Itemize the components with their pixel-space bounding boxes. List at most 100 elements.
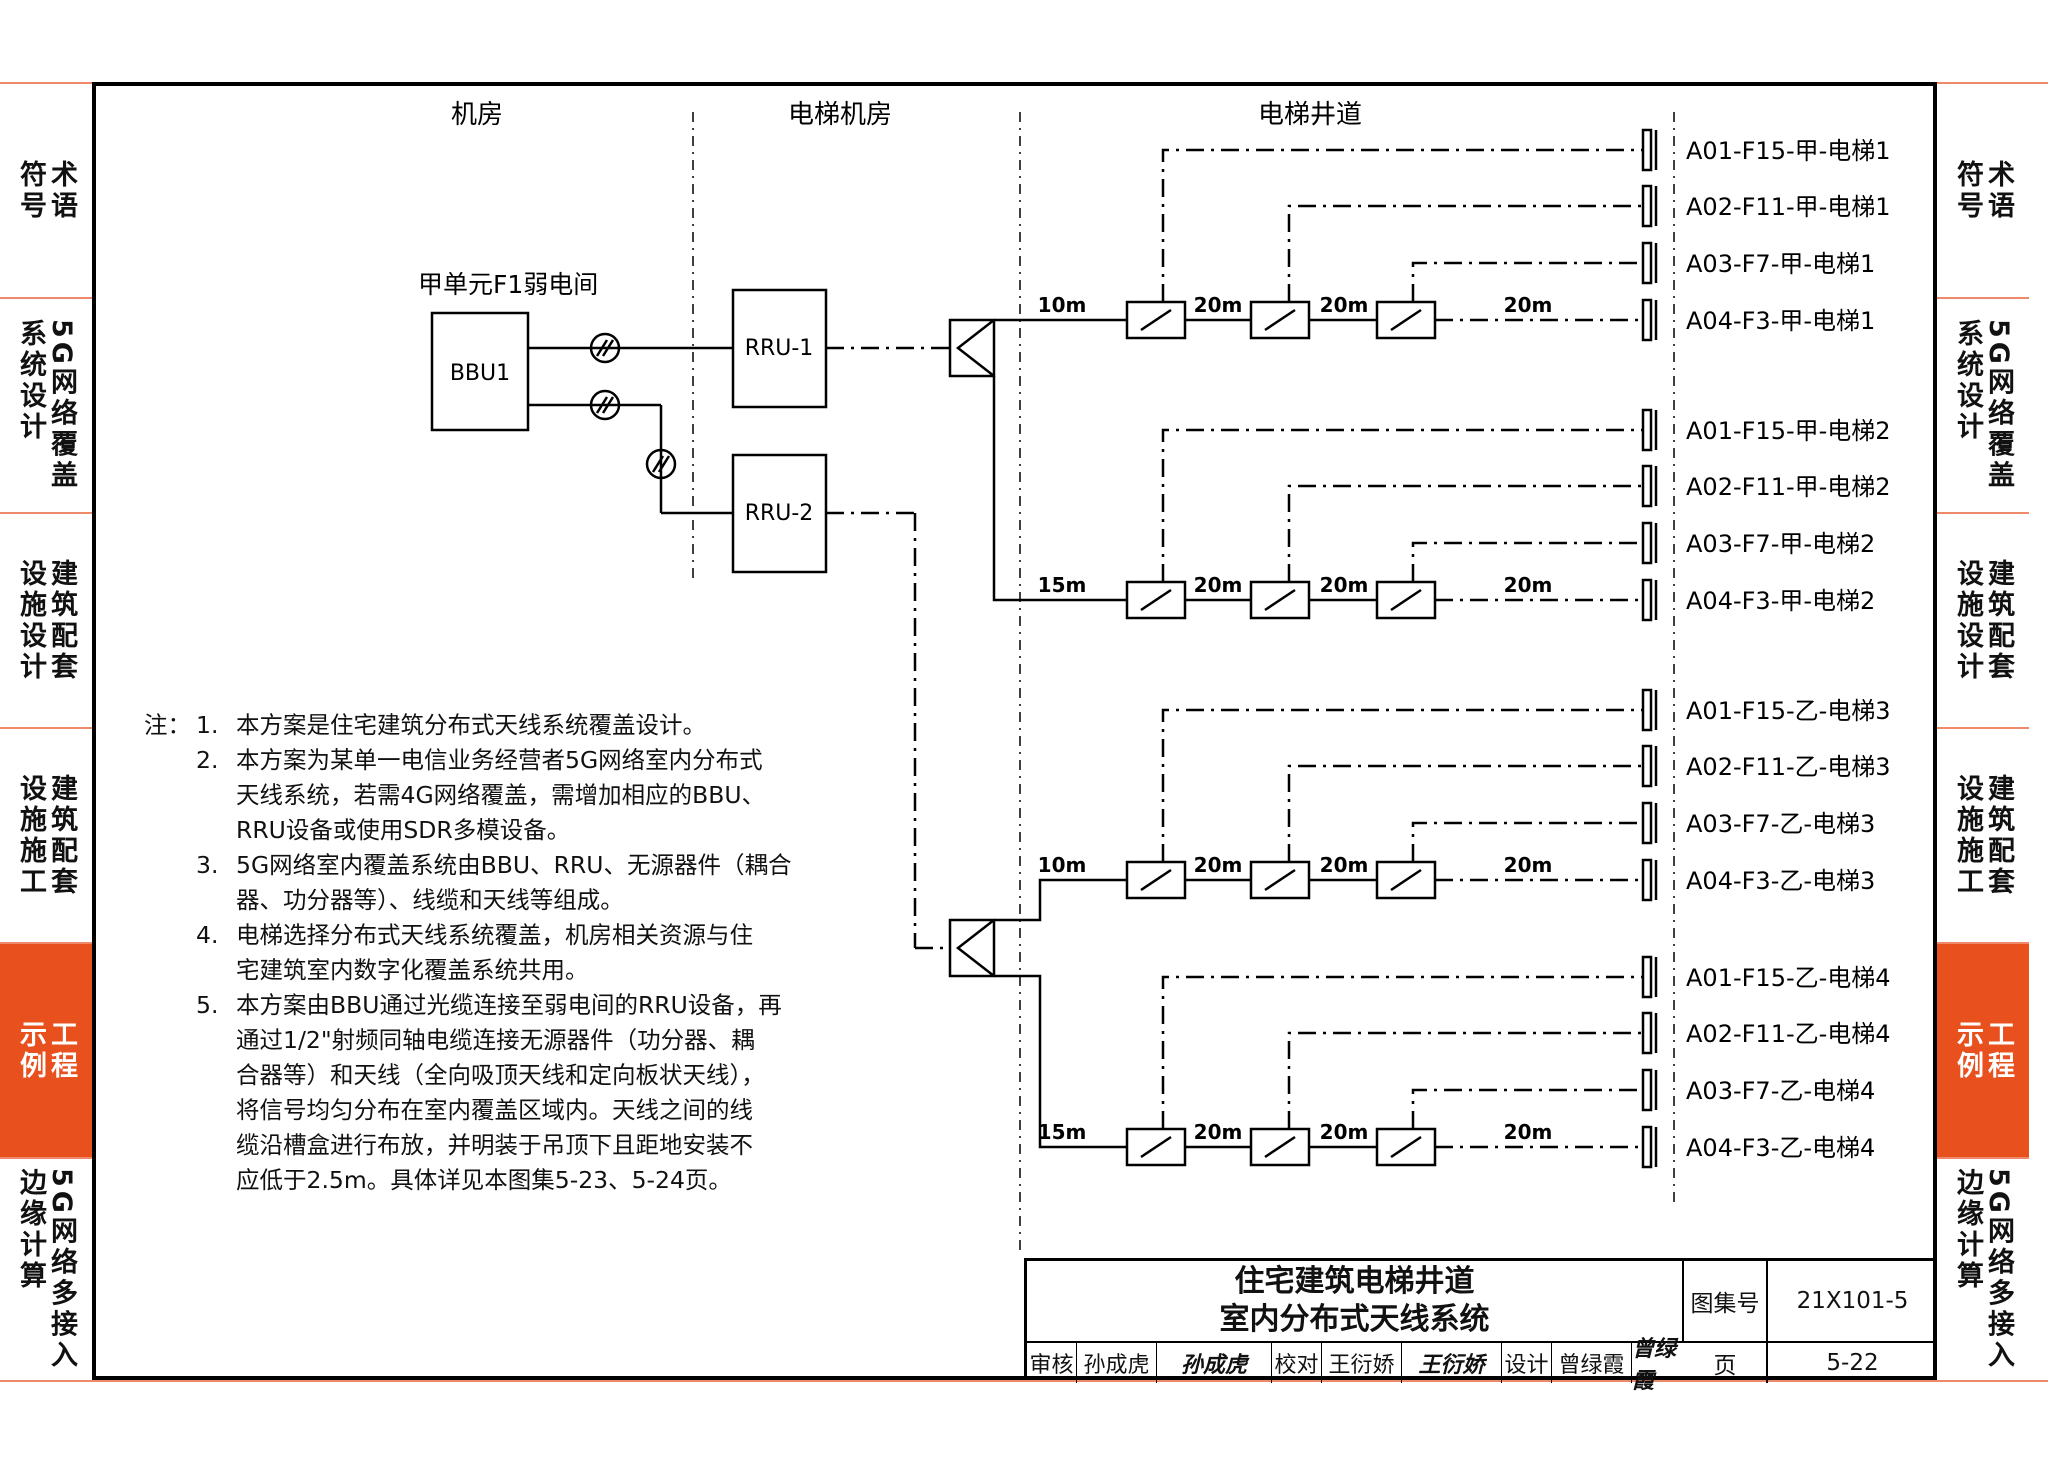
antenna-icon <box>1641 578 1653 622</box>
chapter-tab-text: 5G网络覆盖 <box>46 319 77 492</box>
branch-cable <box>1411 541 1643 582</box>
branch-cable <box>1411 821 1643 862</box>
chapter-tab-text: 5G网络覆盖 <box>1983 319 2014 492</box>
antenna-icon <box>1641 1068 1653 1112</box>
chapter-tab-3[interactable]: 建筑配套设施设计 <box>0 512 92 727</box>
branch-cable <box>1287 1031 1643 1129</box>
chapter-tab-text: 建筑配套 <box>1983 773 2014 898</box>
distance-label: 20m <box>1320 293 1369 317</box>
notes-indent <box>144 883 196 918</box>
designer-signature: 曾绿霞 <box>1632 1336 1677 1394</box>
branch-cable <box>1287 764 1643 862</box>
zone-label-machine-room: 机房 <box>451 100 503 130</box>
note-text: 本方案为某单一电信业务经营者5G网络室内分布式 <box>236 746 763 774</box>
notes-indent <box>144 1093 196 1128</box>
note-text: 缆沿槽盒进行布放，并明装于吊顶下且距地安装不 <box>236 1131 753 1159</box>
coupler-mark <box>1390 588 1422 612</box>
distance-label: 20m <box>1194 853 1243 877</box>
chapter-tab-1[interactable]: 术语符号 <box>0 82 92 297</box>
coupler-mark <box>1140 588 1172 612</box>
drawing-title-line2: 室内分布式天线系统 <box>1219 1302 1490 1337</box>
coupler-mark <box>1264 868 1296 892</box>
branch-cable <box>1287 204 1643 302</box>
chapter-tab-5[interactable]: 工程示例 <box>0 942 92 1157</box>
note-text: 应低于2.5m。具体详见本图集5-23、5-24页。 <box>236 1166 732 1194</box>
branch-cable <box>1411 261 1643 302</box>
distance-label: 15m <box>1038 573 1087 597</box>
distance-label: 15m <box>1038 1120 1087 1144</box>
notes-indent <box>144 743 196 778</box>
splitter2-out-top <box>994 878 1127 922</box>
note-number <box>196 953 236 988</box>
review-label: 审核 <box>1027 1343 1077 1383</box>
fiber-marker-icon <box>645 448 677 480</box>
antenna-group-3: A01-F15-乙-电梯3A02-F11-乙-电梯3A03-F7-乙-电梯3A0… <box>1038 688 1891 902</box>
distance-label: 20m <box>1504 573 1553 597</box>
chapter-tab-text: 边缘计算 <box>15 1167 46 1292</box>
chapter-tab-text: 符号 <box>1952 159 1983 222</box>
notes-indent <box>144 1023 196 1058</box>
note-text: RRU设备或使用SDR多模设备。 <box>236 816 571 844</box>
chapter-tab-4[interactable]: 建筑配套设施施工 <box>1937 727 2029 942</box>
bottom-accent-rule <box>0 1380 2048 1382</box>
chapter-tab-text: 设施施工 <box>15 773 46 898</box>
antenna-label: A01-F15-乙-电梯3 <box>1686 697 1891 725</box>
antenna-label: A02-F11-甲-电梯2 <box>1686 473 1891 501</box>
antenna-label: A04-F3-乙-电梯3 <box>1686 867 1875 895</box>
note-text: 器、功分器等）、线缆和天线等组成。 <box>236 886 624 914</box>
note-number <box>196 1163 236 1198</box>
atlas-no-label: 图集号 <box>1684 1261 1768 1343</box>
title-block: 住宅建筑电梯井道 室内分布式天线系统 图集号 21X101-5 页 5-22 审… <box>1024 1258 1937 1394</box>
antenna-icon <box>1641 298 1653 342</box>
splitter2-out-bottom <box>994 974 1127 1149</box>
notes-block: 注：1.本方案是住宅建筑分布式天线系统覆盖设计。2.本方案为某单一电信业务经营者… <box>144 708 884 1198</box>
note-number: 2. <box>196 746 219 774</box>
branch-cable <box>1287 484 1643 582</box>
notes-indent <box>144 918 196 953</box>
chapter-tab-text: 示例 <box>15 1019 46 1082</box>
distance-label: 20m <box>1194 293 1243 317</box>
coupler-mark <box>1264 588 1296 612</box>
check-label: 校对 <box>1272 1343 1322 1383</box>
branch-cable <box>1161 428 1643 582</box>
chapter-tab-4[interactable]: 建筑配套设施施工 <box>0 727 92 942</box>
chapter-tab-2[interactable]: 5G网络覆盖系统设计 <box>1937 297 2029 512</box>
signature-row: 审核 孙成虎 孙成虎 校对 王衍娇 王衍娇 设计 曾绿霞 曾绿霞 <box>1027 1336 1684 1394</box>
chapter-tab-text: 建筑配套 <box>46 773 77 898</box>
chapter-tab-3[interactable]: 建筑配套设施设计 <box>1937 512 2029 727</box>
antenna-label: A03-F7-甲-电梯1 <box>1686 250 1875 278</box>
notes-indent <box>144 1163 196 1198</box>
chapter-tab-6[interactable]: 5G网络多接入边缘计算 <box>0 1157 92 1380</box>
distance-label: 20m <box>1320 1120 1369 1144</box>
chapter-tab-text: 设施施工 <box>1952 773 1983 898</box>
drawing-title-line1: 住宅建筑电梯井道 <box>1234 1264 1475 1299</box>
antenna-label: A02-F11-乙-电梯3 <box>1686 753 1891 781</box>
chapter-tab-5[interactable]: 工程示例 <box>1937 942 2029 1157</box>
note-number: 4. <box>196 921 219 949</box>
chapter-tab-1[interactable]: 术语符号 <box>1937 82 2029 297</box>
note-number: 5. <box>196 991 219 1019</box>
chapter-tab-text: 设施设计 <box>1952 558 1983 683</box>
antenna-label: A03-F7-乙-电梯4 <box>1686 1077 1875 1105</box>
note-text: 合器等）和天线（全向吸顶天线和定向板状天线）， <box>236 1061 765 1089</box>
notes-label: 注： <box>144 711 191 739</box>
checker-signature: 王衍娇 <box>1402 1343 1502 1383</box>
chapter-tab-text: 5G网络多接入 <box>46 1167 77 1372</box>
branch-cable <box>1411 1088 1643 1129</box>
distance-label: 10m <box>1038 293 1087 317</box>
page-no-value: 5-22 <box>1826 1350 1879 1376</box>
atlas-no-value: 21X101-5 <box>1768 1261 1937 1343</box>
bbu-label: BBU1 <box>450 361 510 386</box>
chapter-tab-text: 符号 <box>15 159 46 222</box>
power-splitter-1 <box>948 318 996 378</box>
chapter-tab-2[interactable]: 5G网络覆盖系统设计 <box>0 297 92 512</box>
antenna-label: A04-F3-甲-电梯2 <box>1686 587 1875 615</box>
chapter-tab-6[interactable]: 5G网络多接入边缘计算 <box>1937 1157 2029 1380</box>
note-number <box>196 778 236 813</box>
note-number <box>196 1023 236 1058</box>
coupler-mark <box>1264 308 1296 332</box>
antenna-icon <box>1641 408 1653 452</box>
coupler-mark <box>1390 868 1422 892</box>
distance-label: 20m <box>1194 1120 1243 1144</box>
antenna-icon <box>1641 184 1653 228</box>
